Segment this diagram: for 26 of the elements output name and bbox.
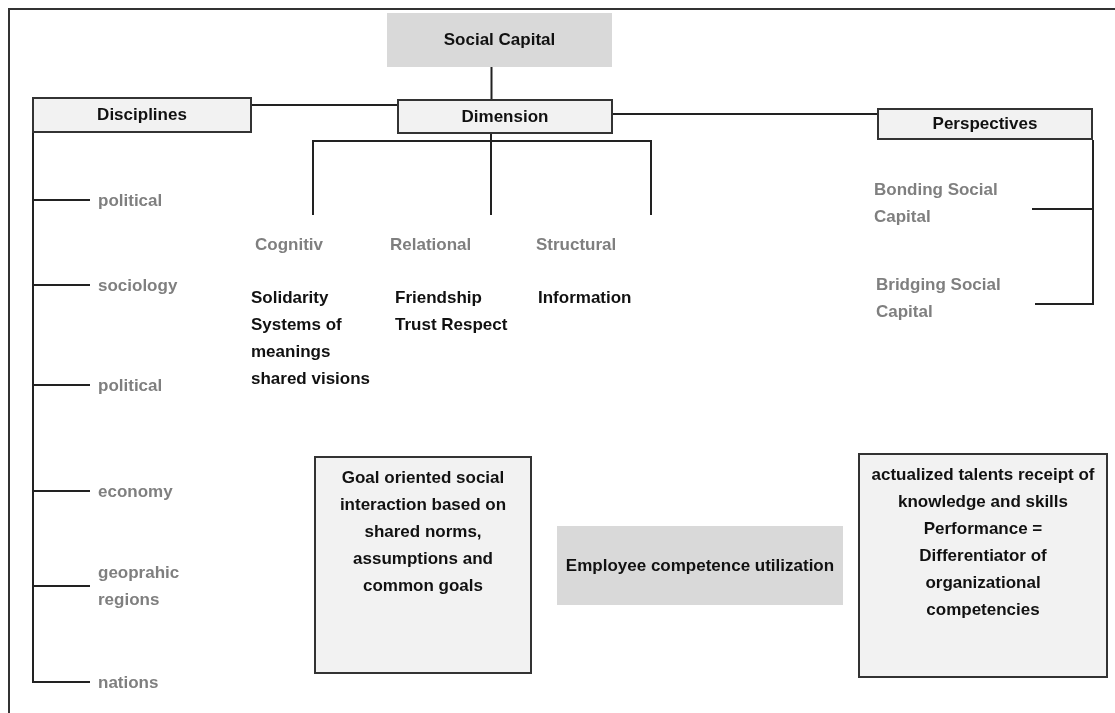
category-box: Dimension bbox=[397, 99, 613, 134]
dimension-label: Structural bbox=[536, 215, 658, 255]
category-label: Bonding Social Capital bbox=[866, 175, 1032, 231]
description-box: actualized talents receipt of knowledge and skills Performance = Differentiator of organizational competencies bbox=[858, 453, 1108, 678]
attribute-list: Friendship Trust Respect bbox=[395, 284, 525, 338]
category-box: Disciplines bbox=[32, 97, 252, 133]
connector-line bbox=[490, 66, 493, 100]
category-box: Perspectives bbox=[877, 108, 1093, 140]
connector-line bbox=[612, 113, 878, 115]
category-label: sociology bbox=[90, 271, 210, 299]
category-label: political bbox=[90, 371, 210, 399]
category-label: nations bbox=[90, 668, 210, 696]
category-label: political bbox=[90, 186, 210, 214]
dimension-label: Relational bbox=[390, 215, 510, 255]
description-box: Goal oriented social interaction based on shared norms, assumptions and common goals bbox=[314, 456, 532, 674]
connector-line bbox=[251, 104, 398, 106]
dimension-label: Cognitiv bbox=[255, 215, 355, 255]
title-box: Social Capital bbox=[387, 13, 612, 67]
category-label: Bridging Social Capital bbox=[868, 270, 1035, 326]
connector-line bbox=[1034, 139, 1094, 305]
category-label: geoprahic regions bbox=[90, 559, 230, 613]
connector-line bbox=[490, 133, 652, 216]
summary-box: Employee competence utilization bbox=[557, 526, 843, 605]
attribute-list: Solidarity Systems of meanings shared visions bbox=[251, 284, 381, 392]
attribute-list: Information bbox=[538, 284, 668, 311]
category-label: economy bbox=[90, 477, 210, 505]
